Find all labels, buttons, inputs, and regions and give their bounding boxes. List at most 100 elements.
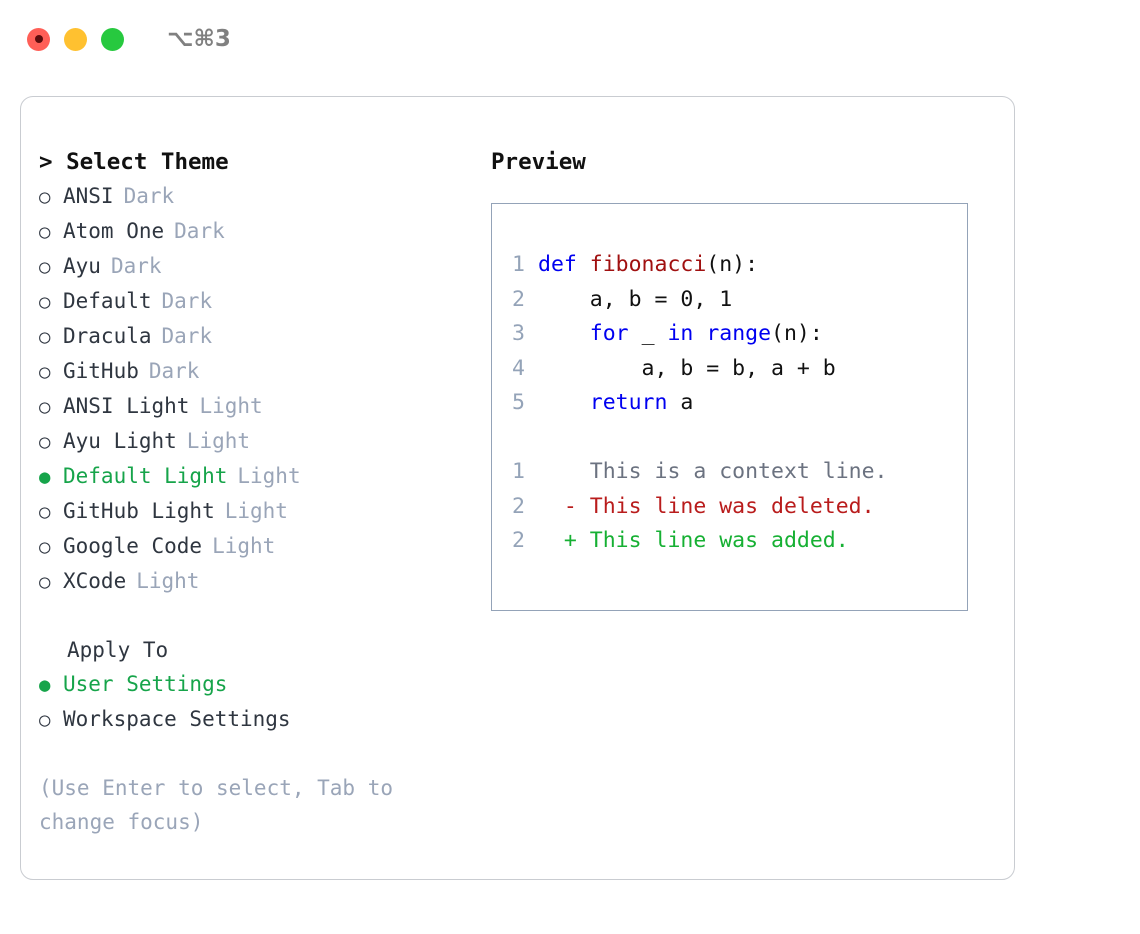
- radio-unselected-icon[interactable]: ○: [39, 571, 51, 593]
- theme-name-label: Dracula: [63, 324, 152, 348]
- code-token: a, b = 0, 1: [538, 286, 733, 312]
- radio-selected-icon[interactable]: ●: [39, 674, 51, 696]
- code-line-content: return a: [538, 386, 694, 421]
- code-token: fibonacci: [589, 252, 707, 277]
- code-line-content: a, b = 0, 1: [538, 283, 732, 318]
- code-token: range: [706, 321, 772, 346]
- code-token: [693, 321, 706, 346]
- radio-unselected-icon[interactable]: ○: [39, 326, 51, 348]
- code-line-content: def fibonacci(n):: [538, 248, 758, 283]
- theme-variant-badge: Light: [224, 499, 288, 523]
- theme-list-item[interactable]: ○ Atom One Dark: [39, 214, 491, 249]
- apply-to-item[interactable]: ● User Settings: [39, 667, 491, 702]
- theme-list-item[interactable]: ○ Dracula Dark: [39, 319, 491, 354]
- theme-name-label: ANSI Light: [63, 394, 190, 418]
- code-token: [538, 390, 590, 415]
- code-line-number: 3: [512, 321, 525, 346]
- theme-variant-badge: Light: [136, 569, 200, 593]
- code-line-content: a, b = b, a + b: [538, 352, 836, 387]
- keyboard-hint-text: (Use Enter to select, Tab to change focu…: [39, 776, 394, 834]
- keyboard-shortcut-label: ⌥⌘3: [167, 26, 231, 52]
- code-line: 4 a, b = b, a + b: [492, 352, 967, 387]
- theme-name-label: XCode: [63, 569, 127, 593]
- theme-list-item[interactable]: ○ ANSI Light Light: [39, 389, 491, 424]
- apply-to-label: User Settings: [63, 672, 228, 696]
- radio-unselected-icon[interactable]: ○: [39, 396, 51, 418]
- code-line-number: 4: [512, 355, 525, 381]
- code-line-number: 5: [512, 390, 525, 415]
- theme-name-label: Ayu Light: [63, 429, 177, 453]
- radio-unselected-icon[interactable]: ○: [39, 186, 51, 208]
- diff-line-number: 1: [512, 459, 525, 484]
- theme-variant-badge: Dark: [161, 324, 213, 348]
- theme-name-label: Default Light: [63, 464, 228, 488]
- theme-name-label: Default: [63, 289, 152, 313]
- theme-variant-badge: Dark: [161, 289, 213, 313]
- diff-sample: 1 This is a context line. 2 - This line w…: [492, 455, 967, 559]
- code-token: (n):: [706, 252, 759, 277]
- close-button[interactable]: [27, 27, 50, 51]
- diff-line-content: - This line was deleted.: [538, 493, 875, 519]
- theme-name-label: Atom One: [63, 219, 165, 243]
- code-token: for: [589, 321, 629, 346]
- diff-line: 1 This is a context line.: [492, 455, 967, 490]
- theme-variant-badge: Dark: [148, 359, 200, 383]
- radio-unselected-icon[interactable]: ○: [39, 291, 51, 313]
- select-theme-header: > Select Theme: [39, 149, 229, 175]
- theme-name-label: ANSI: [63, 184, 114, 208]
- radio-unselected-icon[interactable]: ○: [39, 431, 51, 453]
- diff-line-content: + This line was added.: [538, 528, 849, 553]
- minimize-button[interactable]: [64, 27, 87, 51]
- code-line: 5 return a: [492, 386, 967, 421]
- radio-unselected-icon[interactable]: ○: [39, 221, 51, 243]
- radio-selected-icon[interactable]: ●: [39, 466, 51, 488]
- theme-list-item[interactable]: ○ XCode Light: [39, 564, 491, 599]
- theme-variant-badge: Light: [237, 464, 301, 488]
- code-line-number: 1: [512, 252, 525, 277]
- theme-list-item[interactable]: ● Default Light Light: [39, 459, 491, 494]
- diff-line-content: This is a context line.: [538, 459, 888, 484]
- radio-unselected-icon[interactable]: ○: [39, 709, 51, 731]
- theme-list-item[interactable]: ○ ANSI Dark: [39, 179, 491, 214]
- code-token: a: [667, 390, 694, 415]
- code-line: 1 def fibonacci(n):: [492, 248, 967, 283]
- theme-variant-badge: Dark: [174, 219, 225, 243]
- code-token: return: [589, 390, 668, 415]
- theme-name-label: GitHub Light: [63, 499, 215, 523]
- apply-to-item[interactable]: ○Workspace Settings: [39, 702, 491, 737]
- apply-to-heading: Apply To: [67, 638, 169, 662]
- maximize-button[interactable]: [101, 27, 124, 51]
- diff-line-number: 2: [512, 528, 525, 553]
- code-line: 3 for _ in range(n):: [492, 317, 967, 352]
- radio-unselected-icon[interactable]: ○: [39, 536, 51, 558]
- theme-variant-badge: Light: [199, 394, 263, 418]
- code-token: [538, 321, 590, 346]
- apply-to-list[interactable]: ● User Settings ○Workspace Settings: [39, 667, 491, 737]
- theme-list-item[interactable]: ○ GitHub Light Light: [39, 494, 491, 529]
- radio-unselected-icon[interactable]: ○: [39, 361, 51, 383]
- code-token: _: [628, 321, 668, 346]
- theme-variant-badge: Dark: [123, 184, 175, 208]
- radio-unselected-icon[interactable]: ○: [39, 501, 51, 523]
- code-diff-spacer: [492, 421, 967, 456]
- diff-line-number: 2: [512, 493, 525, 519]
- code-line: 2 a, b = 0, 1: [492, 283, 967, 318]
- theme-name-label: Google Code: [63, 534, 203, 558]
- theme-list-item[interactable]: ○ Default Dark: [39, 284, 491, 319]
- code-line-content: for _ in range(n):: [538, 317, 823, 352]
- section-spacer: [39, 599, 491, 633]
- code-token: (n):: [771, 321, 823, 346]
- theme-name-label: Ayu: [63, 254, 101, 278]
- diff-line: 2 + This line was added.: [492, 524, 967, 559]
- code-line-number: 2: [512, 286, 525, 312]
- radio-unselected-icon[interactable]: ○: [39, 256, 51, 278]
